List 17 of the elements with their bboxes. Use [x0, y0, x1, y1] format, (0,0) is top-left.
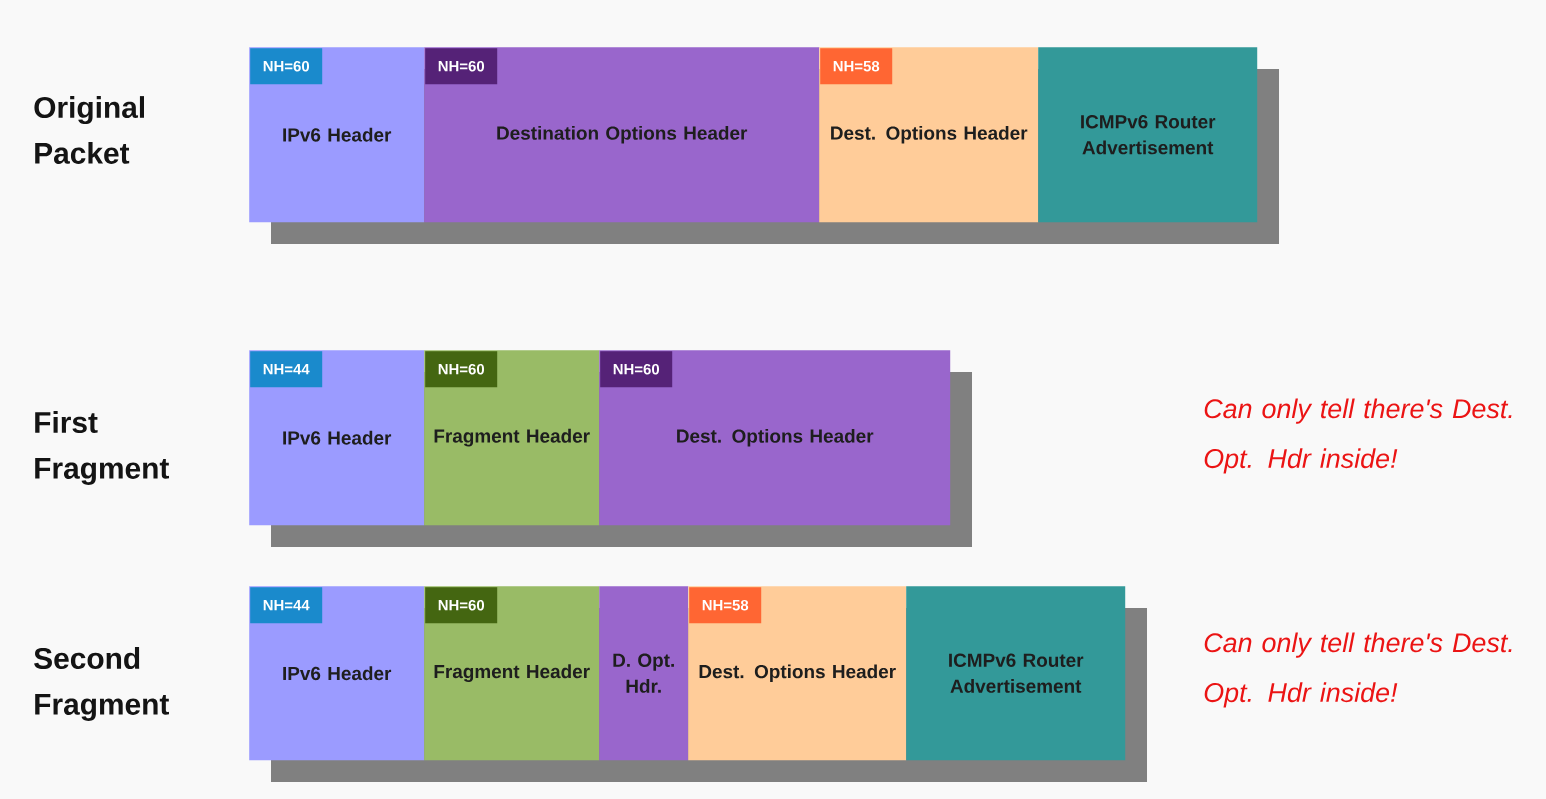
- row-label: Original Packet: [34, 96, 145, 164]
- nh-tag: NH=60: [425, 351, 498, 388]
- nh-tag: NH=58: [689, 587, 762, 624]
- nh-tag: NH=44: [250, 587, 323, 624]
- nh-tag: NH=60: [600, 351, 673, 388]
- handwritten-note: Can only tell there's Dest. Opt. Hdr inside!: [1204, 398, 1512, 474]
- nh-tag: NH=60: [425, 587, 498, 624]
- nh-tag: NH=60: [425, 48, 498, 85]
- row-label: Second Fragment: [34, 647, 169, 721]
- handwritten-note: Can only tell there's Dest. Opt. Hdr inside!: [1204, 632, 1512, 708]
- header-block: ICMPv6 Router Advertisement: [1038, 47, 1258, 223]
- header-block: ICMPv6 Router Advertisement: [906, 586, 1126, 761]
- nh-tag: NH=58: [820, 48, 893, 85]
- nh-tag: NH=44: [250, 351, 323, 388]
- row-label: First Fragment: [35, 411, 169, 485]
- header-block: D. Opt. Hdr.: [599, 586, 689, 761]
- nh-tag: NH=60: [250, 48, 323, 85]
